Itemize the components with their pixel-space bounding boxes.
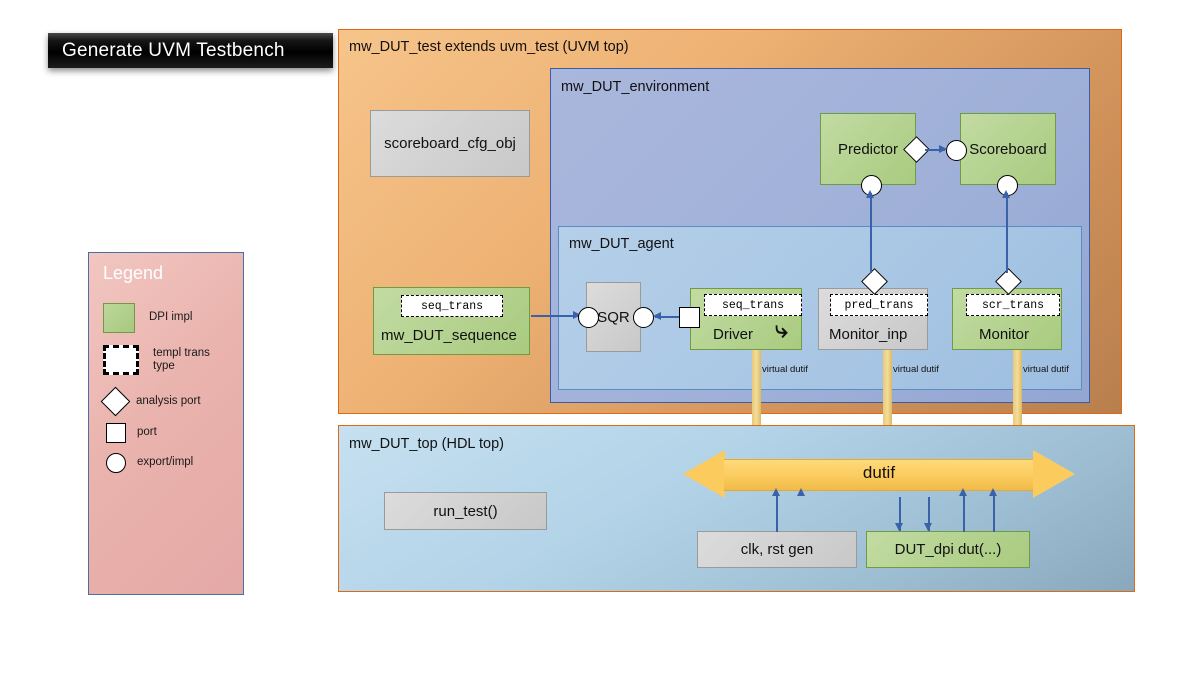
dutif-bus: dutif	[683, 450, 1075, 498]
virtual-dutif-label-monitor: virtual dutif	[1023, 364, 1069, 375]
monitor-inp-trans-tag: pred_trans	[830, 294, 928, 316]
scoreboard-cfg-obj-label: scoreboard_cfg_obj	[384, 135, 516, 152]
sequence-trans-label: seq_trans	[420, 299, 484, 313]
uvm-top-title: mw_DUT_test extends uvm_test (UVM top)	[349, 39, 629, 55]
square-icon	[106, 423, 126, 443]
run-test-label: run_test()	[433, 502, 498, 520]
circle-icon	[106, 453, 126, 473]
scoreboard-export-circle-icon[interactable]	[946, 140, 967, 161]
driver-port-square-icon[interactable]	[679, 307, 700, 328]
sequence-trans-tag: seq_trans	[401, 295, 503, 317]
clk-rst-secondary-arrowhead-icon	[797, 488, 805, 496]
predictor-node[interactable]: Predictor	[820, 113, 916, 185]
predictor-to-scoreboard-line	[925, 149, 945, 151]
monitor-trans-label: scr_trans	[981, 298, 1045, 312]
sqr-label: SQR	[597, 308, 630, 326]
dut-to-bus-line-2	[993, 492, 995, 532]
monitor-inp-to-predictor-line	[870, 193, 872, 273]
predictor-label: Predictor	[837, 140, 899, 158]
green-swatch-icon	[103, 303, 135, 333]
page-title: Generate UVM Testbench	[62, 39, 285, 61]
monitor-label: Monitor	[979, 326, 1030, 343]
legend-title: Legend	[103, 263, 164, 283]
run-test-node[interactable]: run_test()	[384, 492, 547, 530]
legend-item-templ-trans-type: templ trans type	[103, 345, 223, 375]
sequence-label: mw_DUT_sequence	[381, 327, 517, 344]
bus-to-dut-line-2	[928, 497, 930, 531]
scoreboard-node[interactable]: Scoreboard	[960, 113, 1056, 185]
monitor-to-scoreboard-line	[1006, 193, 1008, 273]
monitor-trans-tag: scr_trans	[966, 294, 1060, 316]
virtual-dutif-label-driver: virtual dutif	[762, 364, 808, 375]
sqr-export-left-circle-icon[interactable]	[578, 307, 599, 328]
dutif-arrowhead-right-icon	[1033, 450, 1075, 498]
monitor-inp-trans-label: pred_trans	[844, 298, 914, 312]
dutif-label: dutif	[862, 463, 896, 482]
dut-to-bus-arrowhead-2-icon	[989, 488, 997, 496]
clk-rst-to-bus-line	[776, 492, 778, 532]
predictor-to-scoreboard-arrowhead-icon	[939, 145, 947, 153]
dutif-arrowhead-left-icon	[683, 450, 725, 498]
driver-label: Driver	[713, 326, 753, 343]
legend-panel: Legend DPI impl templ trans type analysi…	[88, 252, 244, 595]
legend-item-port: port	[106, 423, 157, 443]
sqr-node[interactable]: SQR	[586, 282, 641, 352]
monitor-to-scoreboard-arrowhead-icon	[1002, 190, 1010, 198]
legend-label: templ trans type	[153, 346, 210, 372]
legend-item-dpi-impl: DPI impl	[103, 303, 192, 333]
monitor-inp-to-predictor-arrowhead-icon	[866, 190, 874, 198]
dut-dpi-node[interactable]: DUT_dpi dut(...)	[866, 531, 1030, 568]
virtual-dutif-stem-monitor-inp	[883, 350, 892, 460]
scoreboard-label: Scoreboard	[969, 140, 1047, 158]
sequence-to-sqr-arrowhead-icon	[573, 311, 581, 319]
legend-item-analysis-port: analysis port	[100, 386, 201, 417]
environment-title: mw_DUT_environment	[561, 79, 710, 95]
monitor-inp-label: Monitor_inp	[829, 326, 908, 343]
sqr-export-right-circle-icon[interactable]	[633, 307, 654, 328]
dashed-swatch-icon	[103, 345, 139, 375]
sequence-to-sqr-line	[531, 315, 579, 317]
clk-rst-gen-node[interactable]: clk, rst gen	[697, 531, 857, 568]
virtual-dutif-label-monitor-inp: virtual dutif	[893, 364, 939, 375]
bus-to-dut-arrowhead-1-icon	[895, 523, 903, 531]
dut-dpi-label: DUT_dpi dut(...)	[894, 541, 1002, 558]
driver-to-sqr-arrowhead-icon	[653, 312, 661, 320]
virtual-dutif-stem-driver	[752, 350, 761, 460]
driver-to-sqr-line	[655, 316, 685, 318]
dutif-bar	[724, 459, 1034, 491]
scoreboard-cfg-obj-node[interactable]: scoreboard_cfg_obj	[370, 110, 530, 177]
curved-arrow-icon: ⤷	[775, 316, 788, 342]
dut-to-bus-arrowhead-1-icon	[959, 488, 967, 496]
legend-label: port	[137, 426, 157, 439]
dut-to-bus-line-1	[963, 492, 965, 532]
hdl-top-title: mw_DUT_top (HDL top)	[349, 436, 504, 452]
driver-trans-label: seq_trans	[721, 298, 785, 312]
legend-label: analysis port	[136, 394, 201, 407]
bus-to-dut-arrowhead-2-icon	[924, 523, 932, 531]
driver-trans-tag: seq_trans	[704, 294, 802, 316]
bus-to-dut-line-1	[899, 497, 901, 531]
virtual-dutif-stem-monitor	[1013, 350, 1022, 460]
clk-rst-gen-label: clk, rst gen	[740, 541, 814, 558]
legend-item-export-impl: export/impl	[106, 453, 193, 473]
diamond-icon	[100, 386, 131, 417]
legend-label: DPI impl	[149, 311, 193, 324]
legend-label: export/impl	[137, 456, 194, 469]
page-title-banner: Generate UVM Testbench	[48, 33, 333, 68]
agent-title: mw_DUT_agent	[569, 236, 674, 252]
clk-rst-to-bus-arrowhead-icon	[772, 488, 780, 496]
